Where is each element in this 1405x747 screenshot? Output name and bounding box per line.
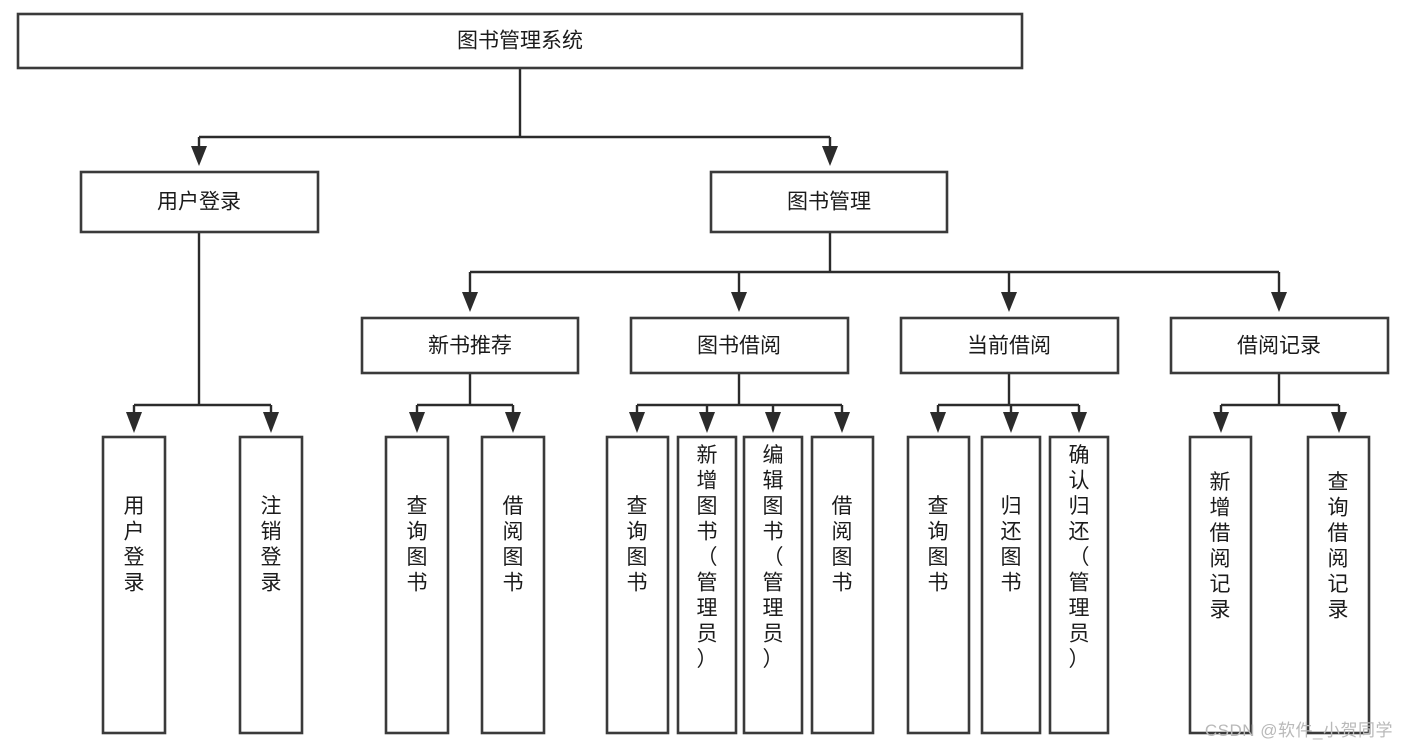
- leaf-query-book-1-label: 查询图书: [407, 495, 428, 595]
- connector-group-current-borrow: [930, 373, 1087, 433]
- node-new-book-rec-label: 新书推荐: [428, 335, 512, 358]
- leaf-query-record-label: 查询借阅记录: [1328, 471, 1349, 622]
- arrow-head-leaf-confirm-return: [1071, 412, 1087, 433]
- csdn-watermark: CSDN @软件_小贺同学: [1204, 721, 1393, 740]
- leaf-node-user-logout[interactable]: 注销登录: [238, 435, 304, 735]
- leaf-node-return-book[interactable]: 归还图书: [980, 435, 1042, 735]
- node-book-borrow-label: 图书借阅: [697, 335, 781, 358]
- leaf-node-add-book[interactable]: 新增图书（管理员）: [676, 435, 738, 735]
- leaf-borrow-book-2-box[interactable]: [810, 435, 875, 735]
- node-root-box[interactable]: [16, 12, 1024, 70]
- leaf-borrow-book-1-label: 借阅图书: [503, 495, 524, 595]
- arrow-head-leaf-user-login: [126, 412, 142, 433]
- leaf-return-book-box[interactable]: [980, 435, 1042, 735]
- leaf-query-book-1-box[interactable]: [384, 435, 450, 735]
- leaf-node-edit-book[interactable]: 编辑图书（管理员）: [742, 435, 804, 735]
- leaf-node-query-book-1[interactable]: 查询图书: [384, 435, 450, 735]
- node-book-manage-box[interactable]: [709, 170, 949, 234]
- arrow-head-leaf-query-book-1: [409, 412, 425, 433]
- connector-group-user-login: [126, 232, 279, 433]
- leaf-query-record-box[interactable]: [1306, 435, 1371, 735]
- arrow-head-book-manage: [822, 146, 838, 166]
- arrow-head-book-borrow: [731, 292, 747, 312]
- arrow-head-leaf-borrow-book-1: [505, 412, 521, 433]
- leaf-node-borrow-book-1[interactable]: 借阅图书: [480, 435, 546, 735]
- leaf-borrow-book-2-label: 借阅图书: [832, 495, 853, 595]
- node-book-manage-label: 图书管理: [787, 191, 871, 214]
- node-user-login-box[interactable]: [79, 170, 320, 234]
- leaf-node-query-record[interactable]: 查询借阅记录: [1306, 435, 1371, 735]
- arrow-head-leaf-query-book-2: [629, 412, 645, 433]
- arrow-head-user-login: [191, 146, 207, 166]
- connector-group-book-borrow: [629, 373, 850, 433]
- node-book-manage[interactable]: 图书管理: [709, 170, 949, 234]
- connector-group-borrow-record: [1213, 373, 1347, 433]
- node-root-label: 图书管理系统: [457, 30, 583, 53]
- arrow-head-borrow-record: [1271, 292, 1287, 312]
- leaf-confirm-return-box[interactable]: [1048, 435, 1110, 735]
- leaf-node-user-login[interactable]: 用户登录: [101, 435, 167, 735]
- leaf-borrow-book-1-box[interactable]: [480, 435, 546, 735]
- leaf-edit-book-label: 编辑图书（管理员）: [763, 444, 784, 671]
- node-current-borrow-box[interactable]: [899, 316, 1120, 375]
- node-user-login[interactable]: 用户登录: [79, 170, 320, 234]
- node-current-borrow[interactable]: 当前借阅: [899, 316, 1120, 375]
- leaf-user-logout-label: 注销登录: [261, 495, 282, 595]
- node-new-book-rec[interactable]: 新书推荐: [360, 316, 580, 375]
- node-borrow-record-box[interactable]: [1169, 316, 1390, 375]
- leaf-node-add-record[interactable]: 新增借阅记录: [1188, 435, 1253, 735]
- arrow-head-leaf-borrow-book-2: [834, 412, 850, 433]
- leaf-user-login-box[interactable]: [101, 435, 167, 735]
- leaf-node-query-book-2[interactable]: 查询图书: [605, 435, 670, 735]
- leaf-add-record-box[interactable]: [1188, 435, 1253, 735]
- leaf-query-book-3-box[interactable]: [906, 435, 971, 735]
- leaf-node-query-book-3[interactable]: 查询图书: [906, 435, 971, 735]
- leaf-user-logout-box[interactable]: [238, 435, 304, 735]
- leaf-confirm-return-label: 确认归还（管理员）: [1069, 444, 1090, 671]
- leaf-query-book-3-label: 查询图书: [928, 495, 949, 595]
- leaf-node-confirm-return[interactable]: 确认归还（管理员）: [1048, 435, 1110, 735]
- leaf-edit-book-box[interactable]: [742, 435, 804, 735]
- node-root[interactable]: 图书管理系统: [16, 12, 1024, 70]
- node-user-login-label: 用户登录: [157, 191, 241, 214]
- node-borrow-record-label: 借阅记录: [1237, 335, 1321, 358]
- leaf-user-login-label: 用户登录: [124, 495, 145, 595]
- leaf-add-book-box[interactable]: [676, 435, 738, 735]
- connector-group-book-manage: [462, 232, 1287, 312]
- node-new-book-rec-box[interactable]: [360, 316, 580, 375]
- leaf-query-book-2-box[interactable]: [605, 435, 670, 735]
- connector-group-new-book-rec: [409, 373, 521, 433]
- leaf-add-record-label: 新增借阅记录: [1210, 471, 1231, 622]
- arrow-head-leaf-query-book-3: [930, 412, 946, 433]
- arrow-head-leaf-add-record: [1213, 412, 1229, 433]
- leaf-query-book-2-label: 查询图书: [627, 495, 648, 595]
- leaf-node-borrow-book-2[interactable]: 借阅图书: [810, 435, 875, 735]
- arrow-head-leaf-return-book: [1003, 412, 1019, 433]
- node-borrow-record[interactable]: 借阅记录: [1169, 316, 1390, 375]
- arrow-head-leaf-query-record: [1331, 412, 1347, 433]
- arrow-head-leaf-edit-book: [765, 412, 781, 433]
- node-book-borrow-box[interactable]: [629, 316, 850, 375]
- leaf-return-book-label: 归还图书: [1001, 495, 1022, 595]
- leaf-add-book-label: 新增图书（管理员）: [697, 444, 718, 671]
- arrow-head-new-book-rec: [462, 292, 478, 312]
- arrow-head-current-borrow: [1001, 292, 1017, 312]
- connector-group-root: [191, 68, 838, 166]
- arrow-head-leaf-user-logout: [263, 412, 279, 433]
- arrow-head-leaf-add-book: [699, 412, 715, 433]
- node-current-borrow-label: 当前借阅: [967, 335, 1051, 358]
- node-book-borrow[interactable]: 图书借阅: [629, 316, 850, 375]
